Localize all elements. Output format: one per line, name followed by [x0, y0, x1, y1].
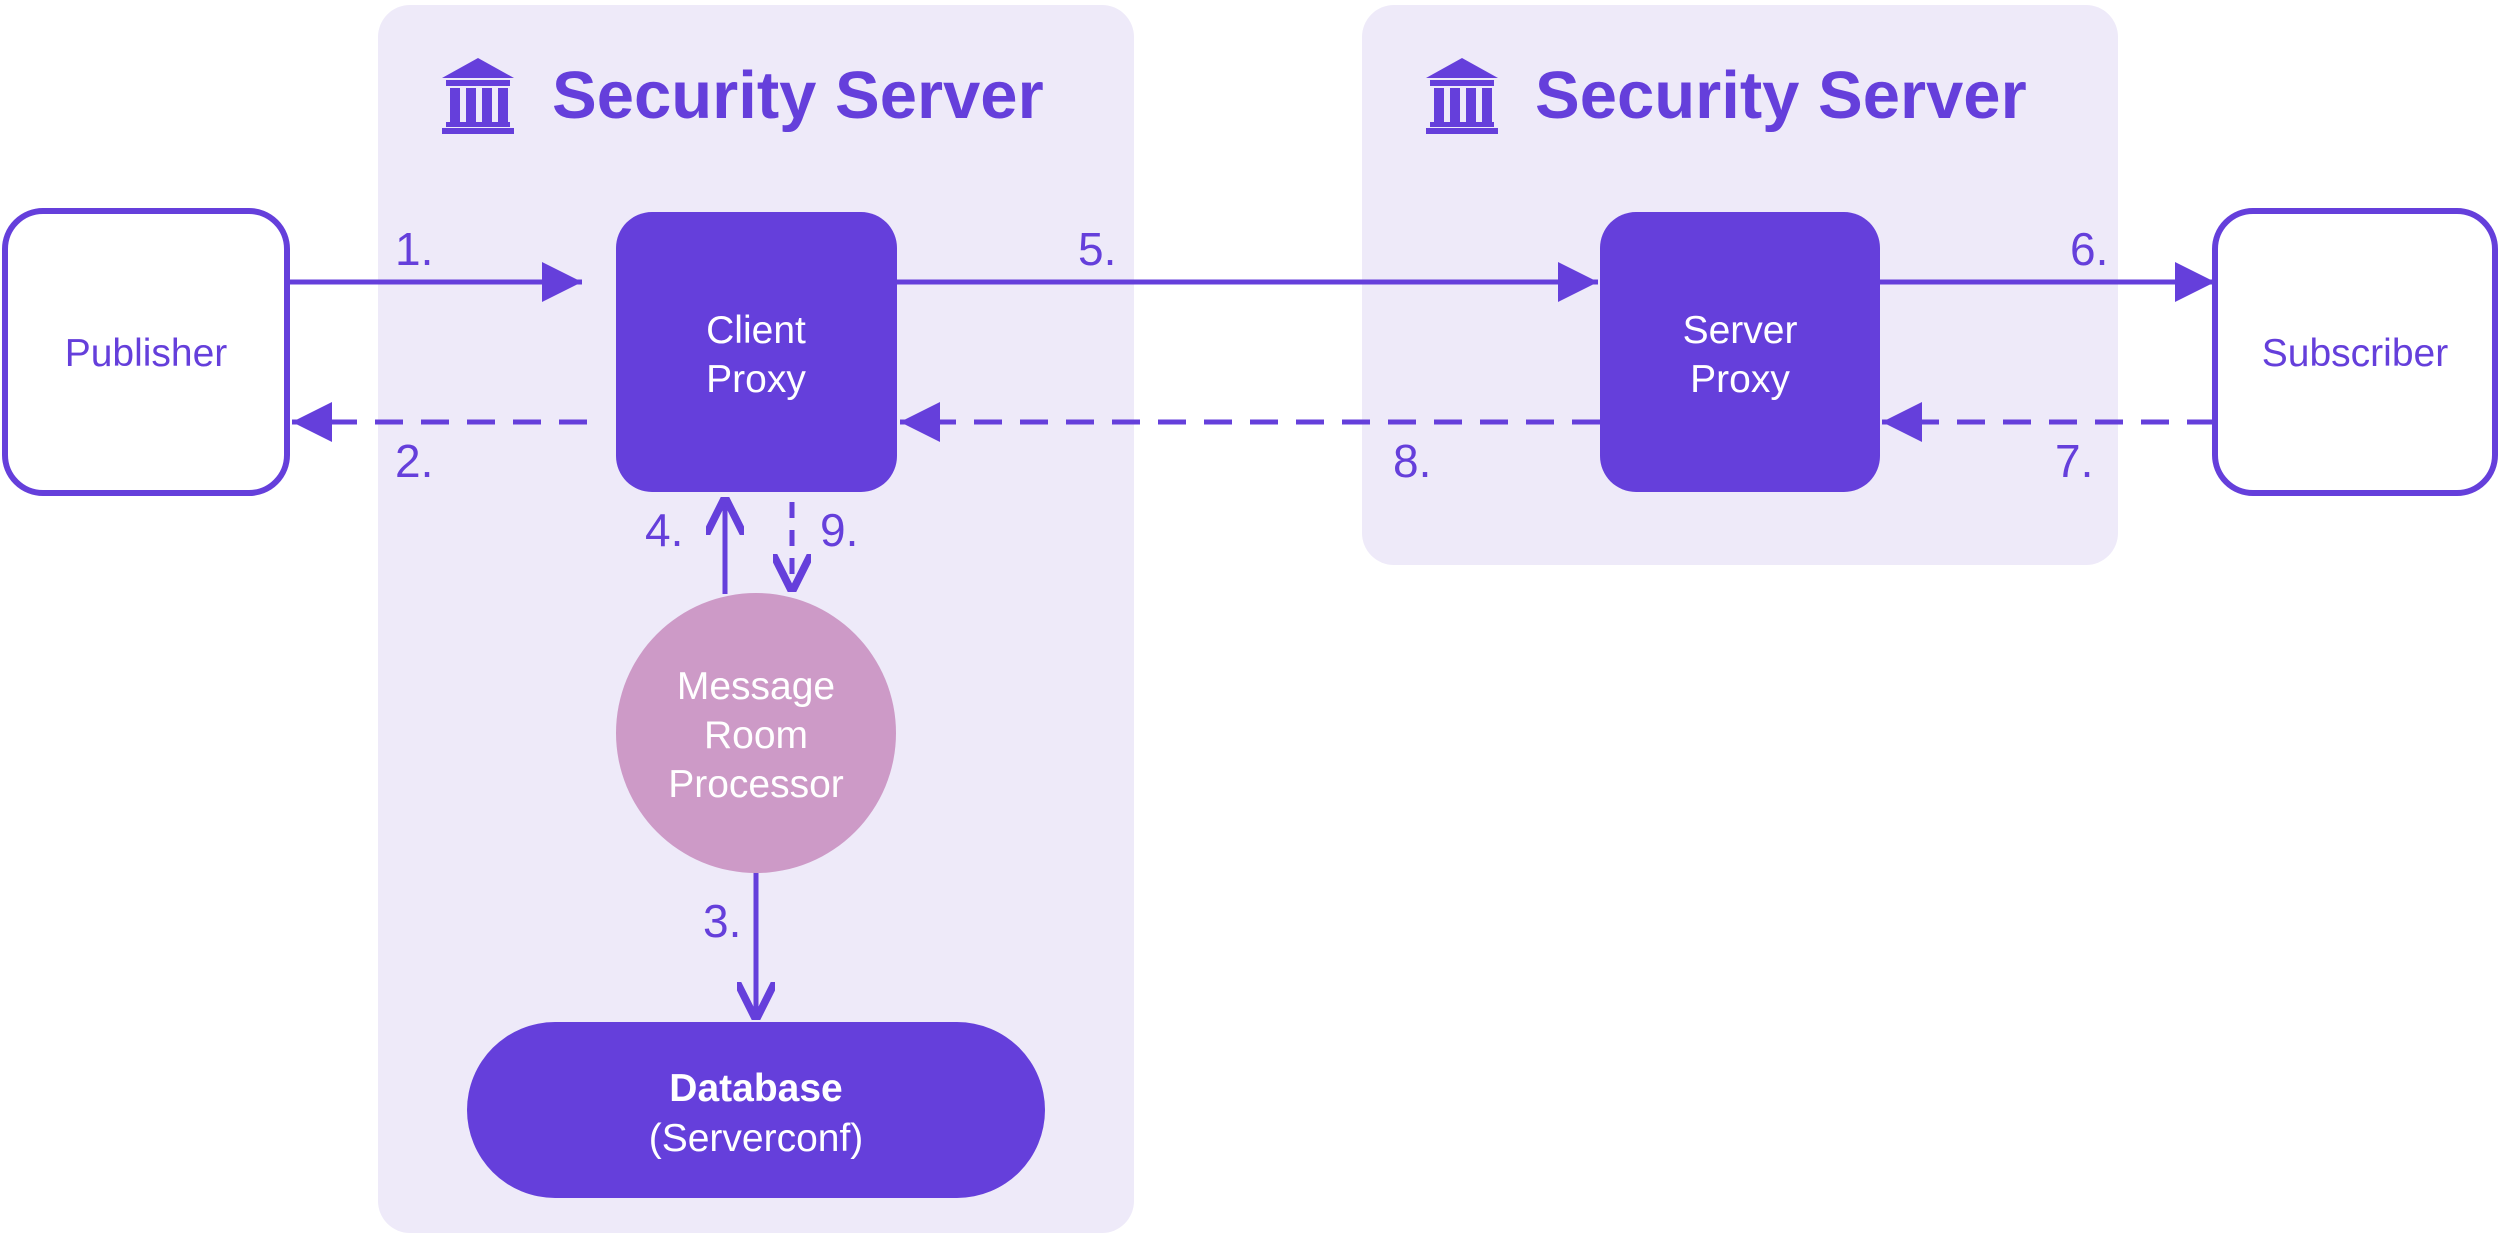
client-proxy-label-line2: Proxy: [706, 358, 806, 401]
publisher-node: [2, 208, 290, 496]
processor-label-line1: Message: [677, 665, 835, 708]
server-proxy-label-line1: Server: [1683, 309, 1798, 352]
client-proxy-label-line1: Client: [706, 309, 806, 352]
database-label-line2: (Serverconf): [649, 1117, 864, 1160]
server-proxy-label-line2: Proxy: [1690, 358, 1790, 401]
step-label-5: 5.: [1078, 223, 1116, 275]
step-label-2: 2.: [395, 435, 433, 487]
subscriber-node: [2212, 208, 2498, 496]
publisher-label: Publisher: [65, 332, 228, 375]
step-label-7: 7.: [2055, 435, 2093, 487]
bank-building-icon: [1426, 58, 1498, 134]
server-proxy-node: [1600, 212, 1880, 492]
left-zone-title: Security Server: [552, 58, 1044, 133]
step-label-9: 9.: [820, 504, 858, 556]
bank-building-icon: [442, 58, 514, 134]
client-proxy-node: [616, 212, 897, 492]
step-label-8: 8.: [1393, 435, 1431, 487]
step-label-1: 1.: [395, 223, 433, 275]
processor-label-line2: Room: [704, 714, 808, 757]
step-label-4: 4.: [645, 504, 683, 556]
step-label-3: 3.: [703, 895, 741, 947]
right-zone-title: Security Server: [1535, 58, 2027, 133]
processor-label-line3: Processor: [668, 763, 844, 806]
message-room-processor-node: [616, 593, 896, 873]
database-label-line1: Database: [669, 1067, 842, 1110]
database-node: [467, 1022, 1045, 1198]
step-label-6: 6.: [2070, 223, 2108, 275]
subscriber-label: Subscriber: [2262, 332, 2448, 375]
